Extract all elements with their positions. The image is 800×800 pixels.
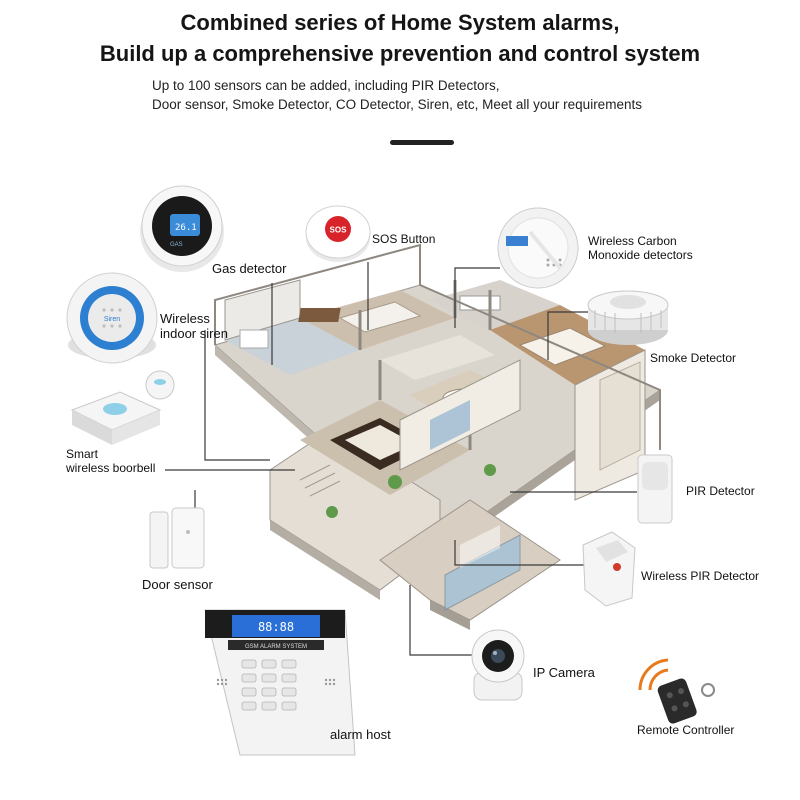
label-sos-button: SOS Button <box>372 232 435 246</box>
alarm-host-brand: GSM ALARM SYSTEM <box>245 644 307 650</box>
co-detector-device <box>497 207 579 289</box>
label-pir-detector: PIR Detector <box>686 484 755 498</box>
svg-text:GAS: GAS <box>170 242 183 248</box>
svg-text:26.1: 26.1 <box>175 223 197 233</box>
remote-device <box>638 658 715 724</box>
wireless-pir-device <box>582 531 636 607</box>
siren-device: Siren <box>66 272 158 364</box>
sos-badge: SOS <box>330 226 348 235</box>
label-smoke-detector: Smoke Detector <box>650 351 736 365</box>
label-gas-detector: Gas detector <box>212 261 287 276</box>
house-floorplan <box>213 243 662 630</box>
label-remote-controller: Remote Controller <box>637 723 734 737</box>
label-co-detector-line2: Monoxide detectors <box>588 248 693 262</box>
label-door-sensor: Door sensor <box>142 577 213 592</box>
label-alarm-host: alarm host <box>330 727 391 742</box>
label-doorbell-line2: wireless boorbell <box>65 461 155 475</box>
title-divider <box>390 140 454 145</box>
alarm-host-device: 88:88 GSM ALARM SYSTEM <box>204 609 356 756</box>
label-ip-camera: IP Camera <box>533 665 596 680</box>
doorbell-device <box>70 370 175 445</box>
label-co-detector-line1: Wireless Carbon <box>588 234 677 248</box>
label-wireless-pir: Wireless PIR Detector <box>641 569 759 583</box>
door-sensor-device <box>149 507 205 569</box>
page-title-line1: Combined series of Home System alarms, <box>180 10 620 35</box>
label-siren-line1: Wireless <box>160 311 210 326</box>
alarm-host-display: 88:88 <box>258 620 294 634</box>
page-title-line2: Build up a comprehensive prevention and … <box>99 41 701 66</box>
siren-badge: Siren <box>104 316 120 323</box>
pir-detector-device <box>637 454 673 524</box>
label-siren-line2: indoor siren <box>160 326 228 341</box>
gas-detector-device: 26.1 GAS <box>140 185 224 272</box>
subtitle-line1: Up to 100 sensors can be added, includin… <box>152 78 500 93</box>
ip-camera-device <box>471 629 525 701</box>
connector-lines <box>165 262 637 656</box>
subtitle-line2: Door sensor, Smoke Detector, CO Detector… <box>152 97 642 112</box>
smoke-detector-device <box>587 290 669 345</box>
sos-button-device: SOS <box>305 205 371 262</box>
label-doorbell-line1: Smart <box>66 447 99 461</box>
